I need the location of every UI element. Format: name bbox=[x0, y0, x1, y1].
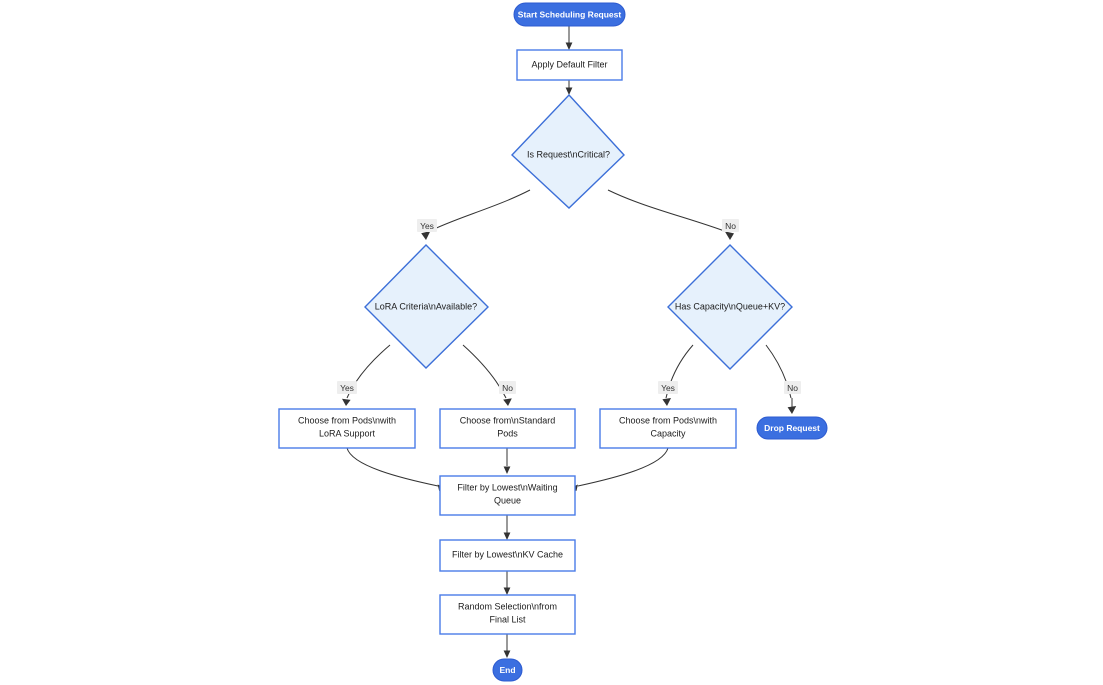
edge-critical-yes bbox=[421, 189, 531, 240]
edge-label-lora-yes: Yes bbox=[337, 381, 357, 394]
edge-label-critical-yes: Yes bbox=[417, 219, 437, 232]
edge-kv-cache-to-random-selection bbox=[503, 571, 511, 595]
edge-start-to-apply-filter bbox=[565, 26, 573, 50]
node-start[interactable]: Start Scheduling Request bbox=[513, 2, 626, 27]
node-start-shape[interactable] bbox=[513, 2, 626, 27]
edge-label-capacity-yes: Yes bbox=[658, 381, 678, 394]
node-choose-lora-pods-label-line2: LoRA Support bbox=[319, 428, 376, 438]
edge-apply-filter-to-critical bbox=[565, 80, 573, 95]
edge-label-text: Yes bbox=[340, 383, 354, 393]
node-has-capacity-label: Has Capacity\nQueue+KV? bbox=[675, 301, 785, 311]
edge-capacity-yes bbox=[662, 344, 694, 406]
node-choose-standard-pods-label-line1: Choose from\nStandard bbox=[460, 415, 556, 425]
node-choose-lora-pods-label-line1: Choose from Pods\nwith bbox=[298, 415, 396, 425]
node-choose-capacity-pods-label-line2: Capacity bbox=[650, 428, 686, 438]
node-is-request-critical-label: Is Request\nCritical? bbox=[527, 149, 610, 159]
node-random-selection-label-line1: Random Selection\nfrom bbox=[458, 601, 557, 611]
edge-label-text: No bbox=[787, 383, 798, 393]
edge-label-text: Yes bbox=[420, 221, 434, 231]
edge-lora-yes bbox=[342, 344, 391, 406]
node-end[interactable]: End bbox=[492, 658, 523, 682]
node-is-request-critical-shape[interactable] bbox=[511, 93, 625, 209]
node-drop-request[interactable]: Drop Request bbox=[756, 416, 828, 440]
node-apply-default-filter[interactable]: Apply Default Filter bbox=[516, 49, 623, 81]
node-drop-request-shape[interactable] bbox=[756, 416, 828, 440]
node-apply-default-filter-label: Apply Default Filter bbox=[531, 59, 607, 69]
edge-lora-no bbox=[462, 344, 512, 406]
node-choose-capacity-pods-shape[interactable] bbox=[599, 408, 737, 449]
node-filter-kv-cache-shape[interactable] bbox=[439, 539, 576, 572]
edge-label-text: Yes bbox=[661, 383, 675, 393]
node-has-capacity-shape[interactable] bbox=[667, 244, 793, 370]
edge-label-critical-no: No bbox=[722, 219, 739, 232]
node-filter-waiting-queue-label-line2: Queue bbox=[494, 495, 521, 505]
node-drop-request-label: Drop Request bbox=[764, 423, 820, 433]
node-random-selection-label-line2: Final List bbox=[489, 614, 526, 624]
node-random-selection-shape[interactable] bbox=[439, 594, 576, 635]
node-filter-waiting-queue[interactable]: Filter by Lowest\nWaiting Queue bbox=[439, 475, 576, 516]
edge-critical-no bbox=[607, 189, 734, 240]
edge-label-text: No bbox=[502, 383, 513, 393]
node-end-shape[interactable] bbox=[492, 658, 523, 682]
node-lora-criteria-available-label: LoRA Criteria\nAvailable? bbox=[375, 301, 477, 311]
node-lora-criteria-available-shape[interactable] bbox=[364, 244, 489, 369]
node-apply-default-filter-shape[interactable] bbox=[516, 49, 623, 81]
edge-standard-pods-to-waiting-queue bbox=[503, 448, 511, 474]
node-filter-kv-cache[interactable]: Filter by Lowest\nKV Cache bbox=[439, 539, 576, 572]
node-choose-lora-pods[interactable]: Choose from Pods\nwith LoRA Support bbox=[278, 408, 416, 449]
node-is-request-critical[interactable]: Is Request\nCritical? bbox=[511, 93, 625, 209]
edge-label-capacity-no: No bbox=[784, 381, 801, 394]
node-filter-waiting-queue-shape[interactable] bbox=[439, 475, 576, 516]
node-random-selection[interactable]: Random Selection\nfrom Final List bbox=[439, 594, 576, 635]
node-start-label: Start Scheduling Request bbox=[518, 9, 622, 19]
edge-layer bbox=[342, 26, 797, 658]
node-choose-capacity-pods[interactable]: Choose from Pods\nwith Capacity bbox=[599, 408, 737, 449]
node-end-label: End bbox=[499, 665, 515, 675]
node-choose-standard-pods-label-line2: Pods bbox=[497, 428, 518, 438]
edge-capacity-pods-to-waiting-queue bbox=[570, 447, 669, 491]
node-choose-standard-pods-shape[interactable] bbox=[439, 408, 576, 449]
node-layer: Start Scheduling Request Apply Default F… bbox=[278, 2, 828, 682]
node-filter-kv-cache-label: Filter by Lowest\nKV Cache bbox=[452, 549, 563, 559]
edge-random-selection-to-end bbox=[503, 634, 511, 658]
node-choose-capacity-pods-label-line1: Choose from Pods\nwith bbox=[619, 415, 717, 425]
node-has-capacity[interactable]: Has Capacity\nQueue+KV? bbox=[667, 244, 793, 370]
node-choose-lora-pods-shape[interactable] bbox=[278, 408, 416, 449]
node-lora-criteria-available[interactable]: LoRA Criteria\nAvailable? bbox=[364, 244, 489, 369]
node-filter-waiting-queue-label-line1: Filter by Lowest\nWaiting bbox=[457, 482, 557, 492]
node-choose-standard-pods[interactable]: Choose from\nStandard Pods bbox=[439, 408, 576, 449]
edge-label-layer: Yes No Yes No Yes No bbox=[337, 219, 801, 394]
edge-label-lora-no: No bbox=[499, 381, 516, 394]
edge-lora-pods-to-waiting-queue bbox=[346, 447, 446, 491]
edge-waiting-queue-to-kv-cache bbox=[503, 515, 511, 540]
edge-label-text: No bbox=[725, 221, 736, 231]
edge-capacity-no bbox=[765, 344, 797, 414]
